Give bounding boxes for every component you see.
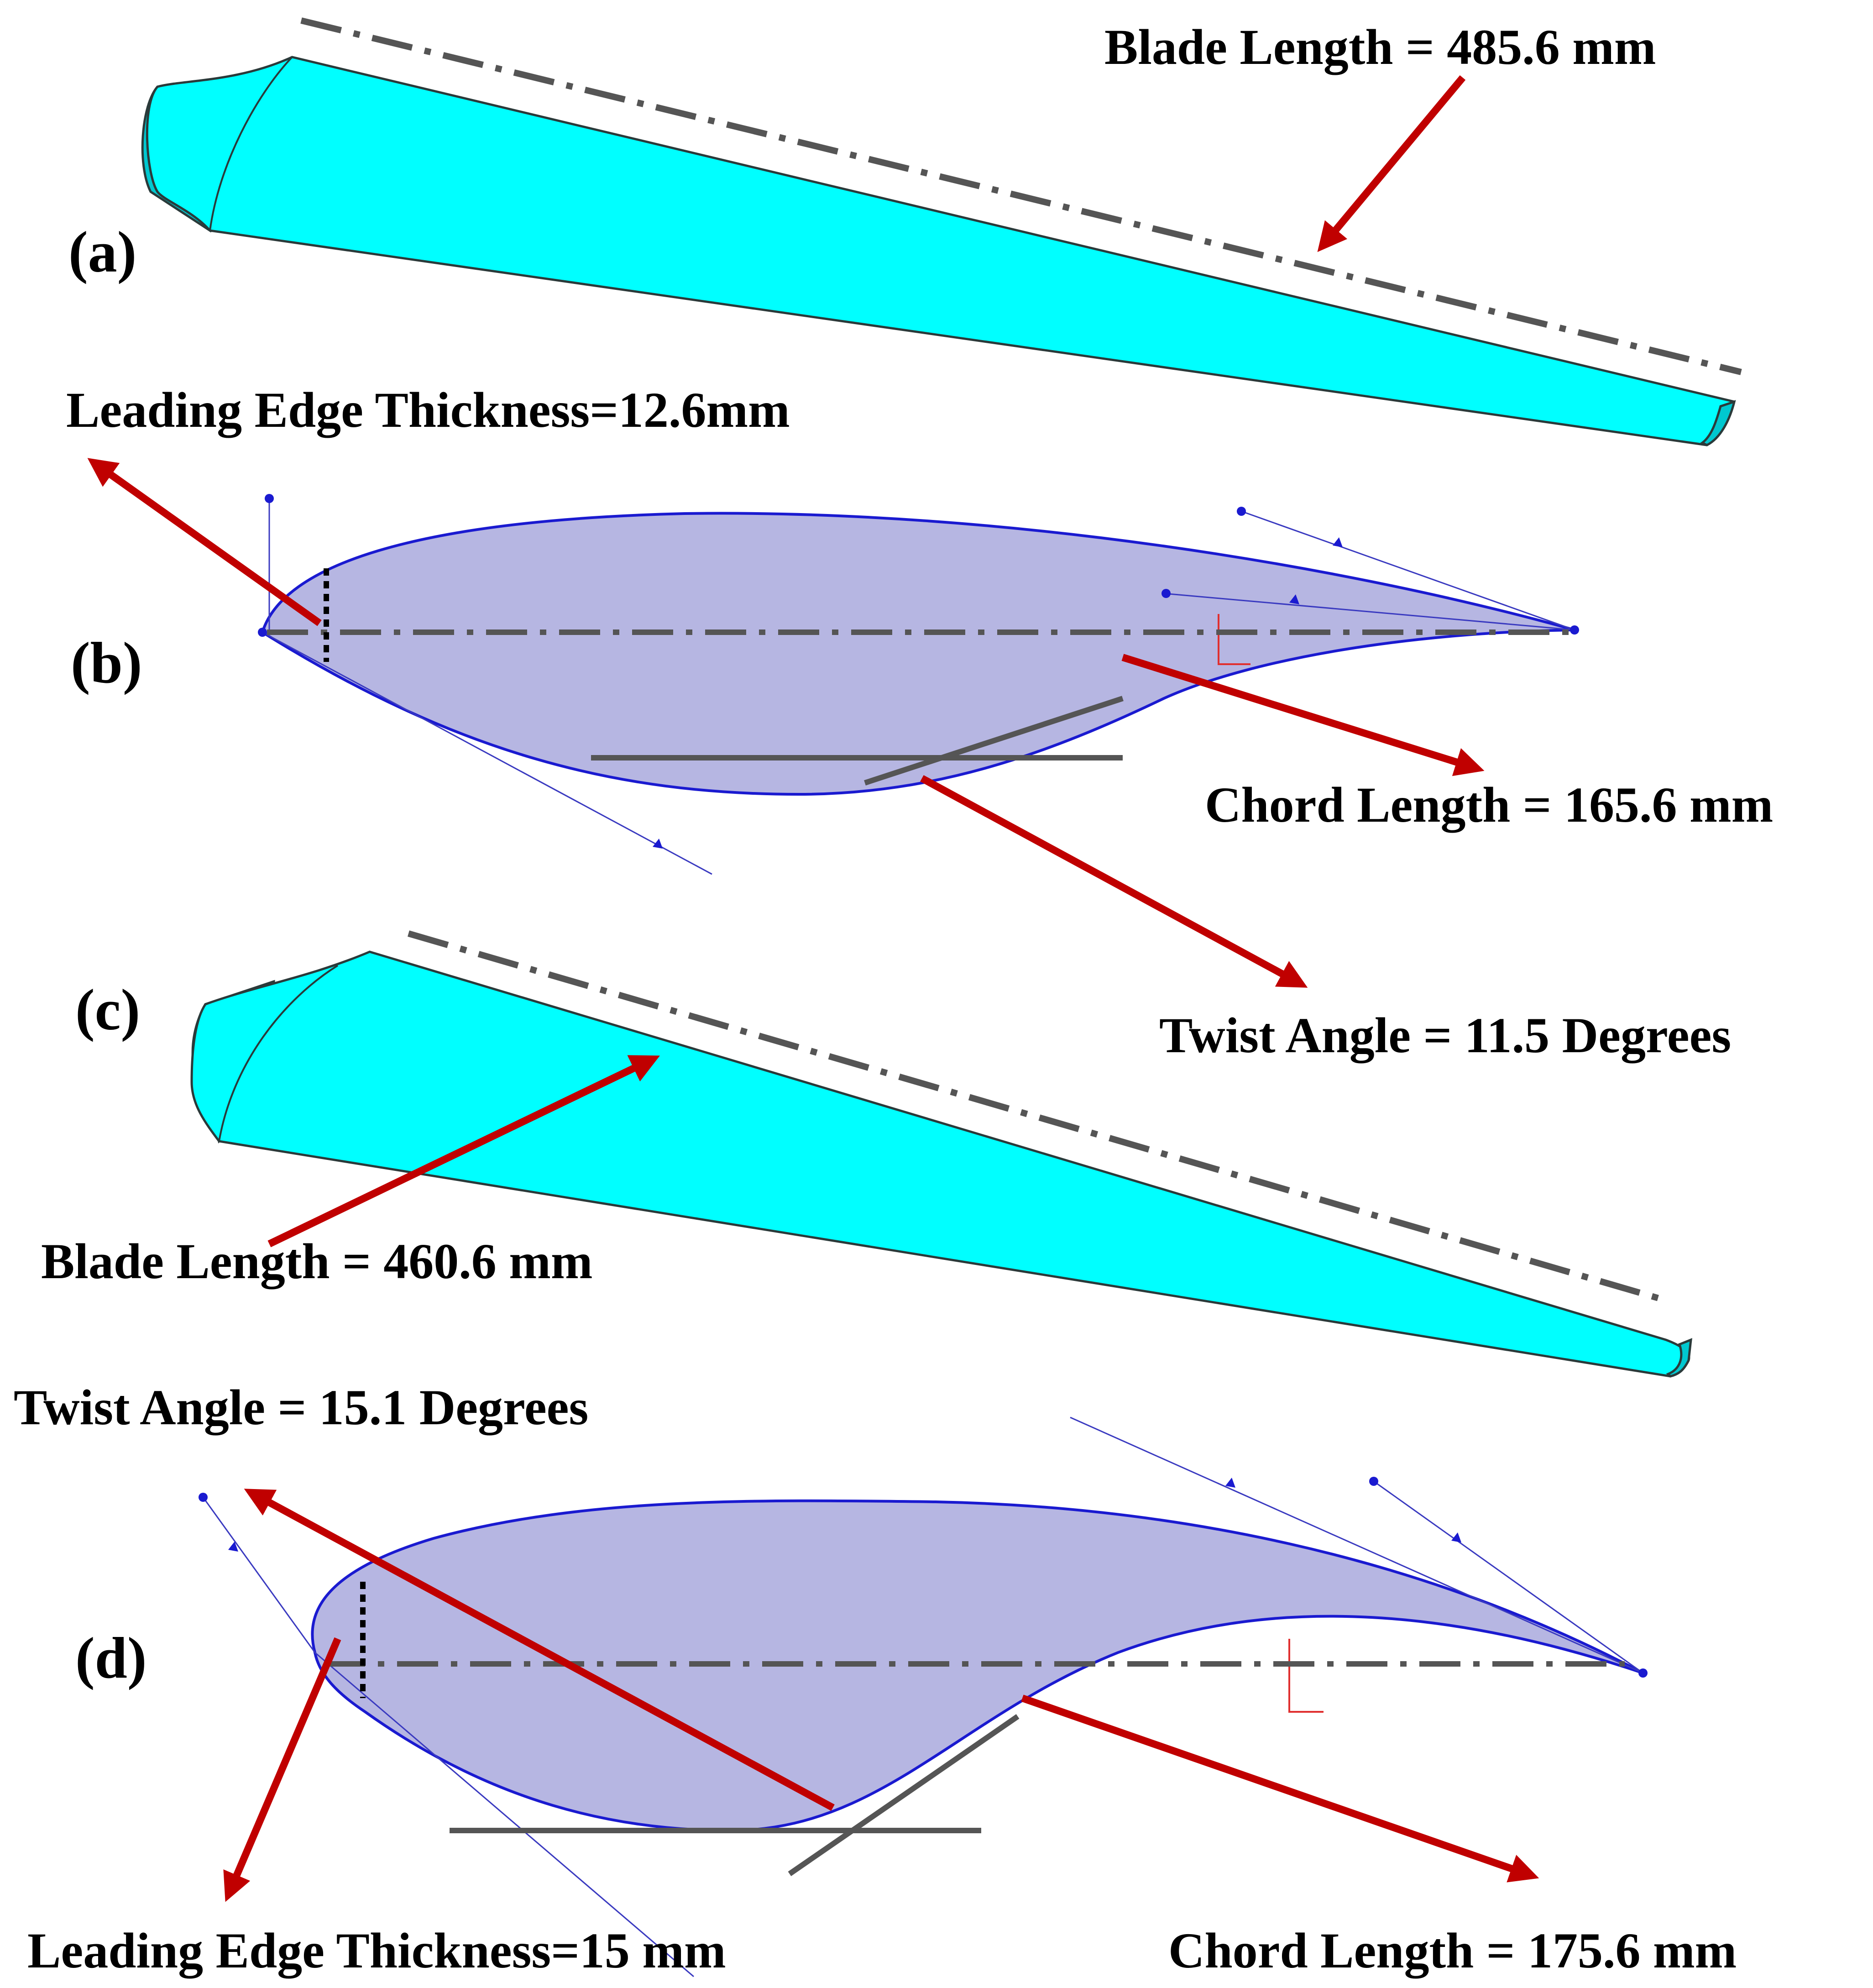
airfoil-b-handle [1289, 594, 1299, 604]
twist-angle-d-label: Twist Angle = 15.1 Degrees [14, 1380, 588, 1435]
twist-angle-b-label: Twist Angle = 11.5 Degrees [1159, 1007, 1731, 1063]
airfoil-d-handle [199, 1493, 208, 1502]
blade-a-tip [1700, 400, 1736, 446]
blade-length-c-label: Blade Length = 460.6 mm [41, 1233, 593, 1289]
airfoil-b-handle [1237, 507, 1246, 516]
airfoil-b-twist-inclined [864, 696, 1124, 786]
chord-length-d-arrow [1021, 1694, 1539, 1883]
chord-length-d-label: Chord Length = 175.6 mm [1168, 1923, 1737, 1978]
twist-angle-d-arrow [244, 1489, 835, 1811]
panel-c-blade [190, 930, 1692, 1378]
airfoil-d-guide-lower [202, 1497, 694, 1978]
blade-length-c-arrow [267, 1055, 660, 1248]
airfoil-b-handle [1161, 589, 1171, 598]
airfoil-b-handle [265, 494, 274, 503]
panel-d-airfoil [199, 1416, 1648, 1978]
chord-length-b-arrow [1121, 654, 1485, 776]
leading-edge-d-label: Leading Edge Thickness=15 mm [27, 1923, 726, 1978]
airfoil-d-handle [1369, 1477, 1378, 1486]
airfoil-d-handle [228, 1542, 238, 1552]
leading-edge-b-label: Leading Edge Thickness=12.6mm [66, 382, 790, 438]
panel-label-c: (c) [75, 977, 140, 1042]
airfoil-d-twist-inclined [788, 1714, 1020, 1876]
airfoil-b-guide-upper-2 [1163, 593, 1575, 631]
airfoil-b-handle [1570, 625, 1579, 635]
panel-label-b: (b) [71, 630, 142, 695]
panel-label-a: (a) [68, 220, 136, 284]
twist-angle-b-arrow [920, 775, 1308, 988]
blade-length-a-label: Blade Length = 485.6 mm [1104, 19, 1656, 75]
airfoil-b-guide-upper-1 [1241, 510, 1575, 631]
leading-edge-b-arrow [87, 458, 322, 626]
airfoil-d-handle [1225, 1478, 1235, 1488]
panel-label-d: (d) [75, 1626, 146, 1690]
blade-c-root-seam [218, 965, 339, 1142]
chord-length-b-label: Chord Length = 165.6 mm [1205, 777, 1773, 833]
leading-edge-d-arrow [223, 1637, 341, 1902]
airfoil-b-guide-lower [262, 631, 712, 875]
airfoil-d-handle [1451, 1532, 1461, 1542]
airfoil-b-handle [653, 839, 663, 849]
blade-length-a-arrow [1317, 75, 1466, 252]
airfoil-d-guide-upper-2 [1373, 1480, 1643, 1674]
panel-b-airfoil [258, 494, 1579, 875]
airfoil-b-section [261, 512, 1575, 796]
blade-c-tip [1666, 1338, 1692, 1378]
airfoil-d-guide-upper-1 [1070, 1416, 1643, 1674]
blade-a-length-reference-line [300, 17, 1742, 375]
panel-a-blade [141, 17, 1742, 446]
airfoil-d-axis-indicator [1288, 1639, 1324, 1713]
airfoil-b-handle [1333, 537, 1343, 547]
airfoil-b-handle [258, 628, 267, 637]
airfoil-d-handle [1638, 1668, 1648, 1678]
airfoil-d-section [311, 1499, 1644, 1832]
blade-a-root-seam [209, 56, 293, 231]
